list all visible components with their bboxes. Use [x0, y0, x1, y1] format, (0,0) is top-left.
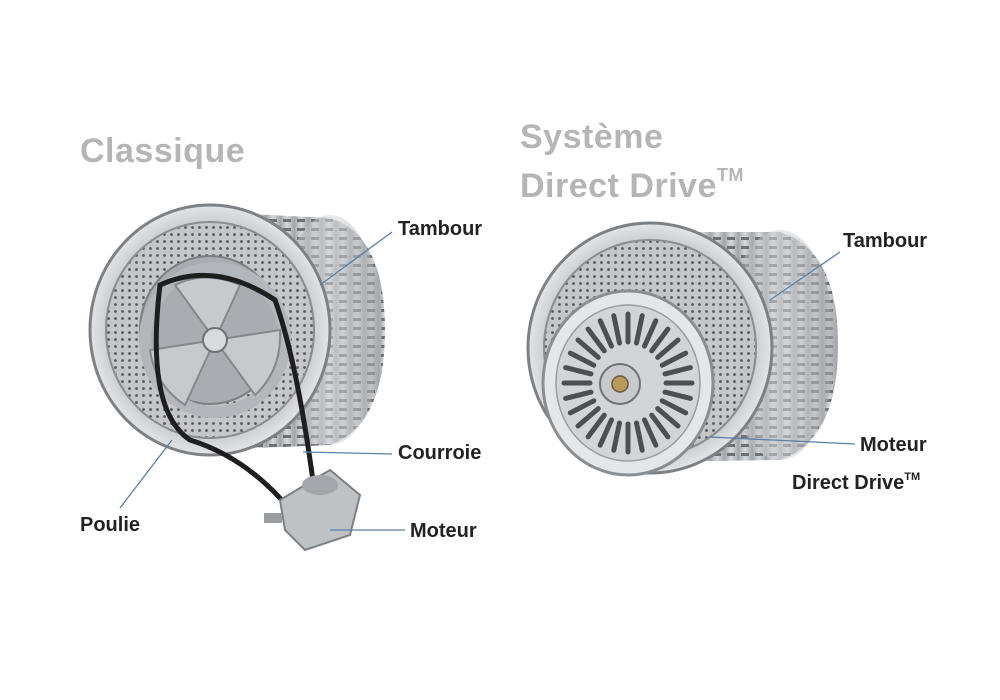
classic-belt-label: Courroie — [398, 442, 482, 464]
classic-title: Classique — [80, 132, 246, 170]
direct-drive-washer-drum-illustration — [526, 221, 856, 477]
rotor-spoke — [567, 350, 597, 368]
rotor-spoke — [649, 326, 671, 354]
classic-drum-label: Tambour — [398, 218, 483, 240]
direct-drive-motor-label-line1: Moteur — [860, 434, 927, 456]
direct-drive-title: Système Direct DriveTM — [520, 118, 744, 205]
rotor-spoke — [634, 313, 645, 346]
motor — [264, 468, 362, 552]
direct-drive-title-line1: Système — [520, 118, 664, 156]
rotor-spoke — [634, 420, 645, 453]
rotor-spoke — [662, 365, 693, 377]
direct-drive-drum-label: Tambour — [843, 230, 928, 252]
rotor-spoke — [659, 350, 689, 368]
rotor-spoke — [659, 398, 689, 416]
rotor-spoke — [655, 406, 681, 429]
trademark-mark: TM — [904, 471, 921, 483]
trademark-mark: TM — [716, 165, 744, 185]
rotor-spoke — [611, 420, 622, 453]
rotor-spoke — [575, 406, 601, 429]
rotor-spoke — [611, 313, 622, 346]
rotor-spoke — [597, 318, 614, 349]
rotor-spoke — [567, 398, 597, 416]
classic-pulley-label: Poulie — [80, 514, 141, 536]
rotor-spoke — [563, 365, 594, 377]
direct-drive-title-line2: Direct DriveTM — [520, 165, 744, 205]
rotor-spoke — [649, 412, 671, 440]
direct-drive-motor — [541, 289, 715, 477]
rotor-spoke — [655, 337, 681, 360]
rotor-spoke — [585, 412, 607, 440]
rotor-spoke — [575, 337, 601, 360]
classic-washer-drum-illustration — [88, 203, 405, 552]
direct-drive-panel: Système Direct DriveTM Tambour Moteur Di… — [500, 0, 1000, 700]
rotor-spoke — [662, 389, 693, 401]
leader-lines — [119, 231, 405, 531]
rotor-spoke — [563, 389, 594, 401]
classic-panel: Classique Tambour Courroie Poulie Moteur — [80, 132, 483, 552]
rotor-spoke — [597, 417, 614, 448]
direct-drive-motor-label-line2: Direct DriveTM — [792, 471, 921, 494]
classic-motor-label: Moteur — [410, 520, 477, 542]
leader-lines — [709, 251, 856, 445]
rotor-spoke — [642, 318, 659, 349]
rotor-spoke — [585, 326, 607, 354]
rotor-spoke — [642, 417, 659, 448]
